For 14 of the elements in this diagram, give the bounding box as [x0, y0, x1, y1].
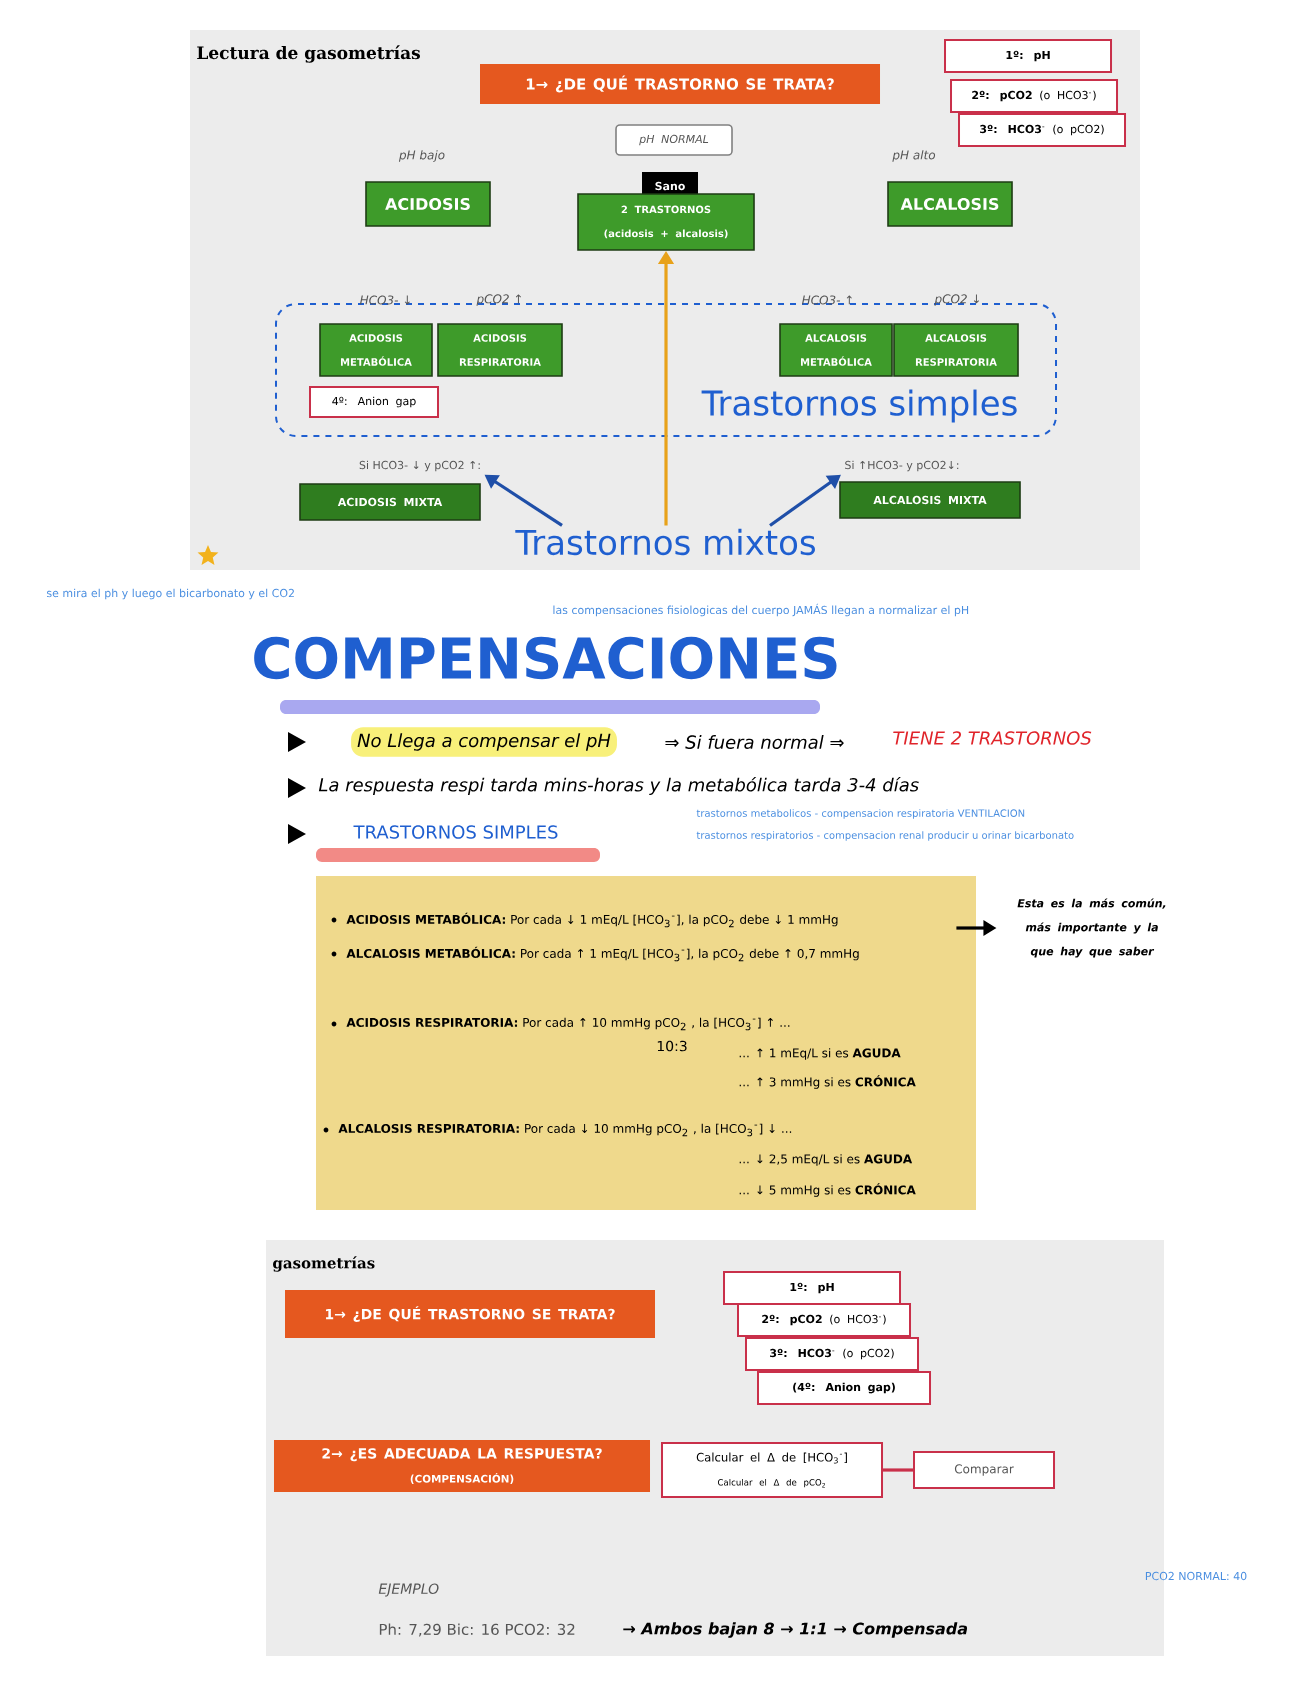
dashed-group [275, 303, 1057, 437]
rule-panel [316, 876, 976, 1210]
handwritten-text: → Ambos bajan 8 → 1:1 → Compensada [623, 1622, 968, 1638]
section-heading: Trastornos mixtos [515, 528, 815, 556]
diagnosis-box: ALCALOSIS [887, 181, 1013, 227]
handwritten-text: TIENE 2 TRASTORNOS [893, 731, 1092, 745]
handwritten-text: La respuesta respi tarda mins-horas y la metabólica tarda 3-4 días [318, 776, 919, 796]
highlighted-text: No Llega a compensar el pH [351, 727, 617, 757]
section-heading: Trastornos simples [701, 389, 1017, 423]
handwritten-text: ⇒ Si fuera normal ⇒ [665, 735, 844, 749]
subheading: TRASTORNOS SIMPLES [353, 825, 558, 839]
slide-title: Lectura de gasometrías [197, 45, 420, 63]
diagnosis-box: ACIDOSIS [365, 181, 491, 227]
page-heading: COMPENSACIONES [254, 636, 837, 680]
